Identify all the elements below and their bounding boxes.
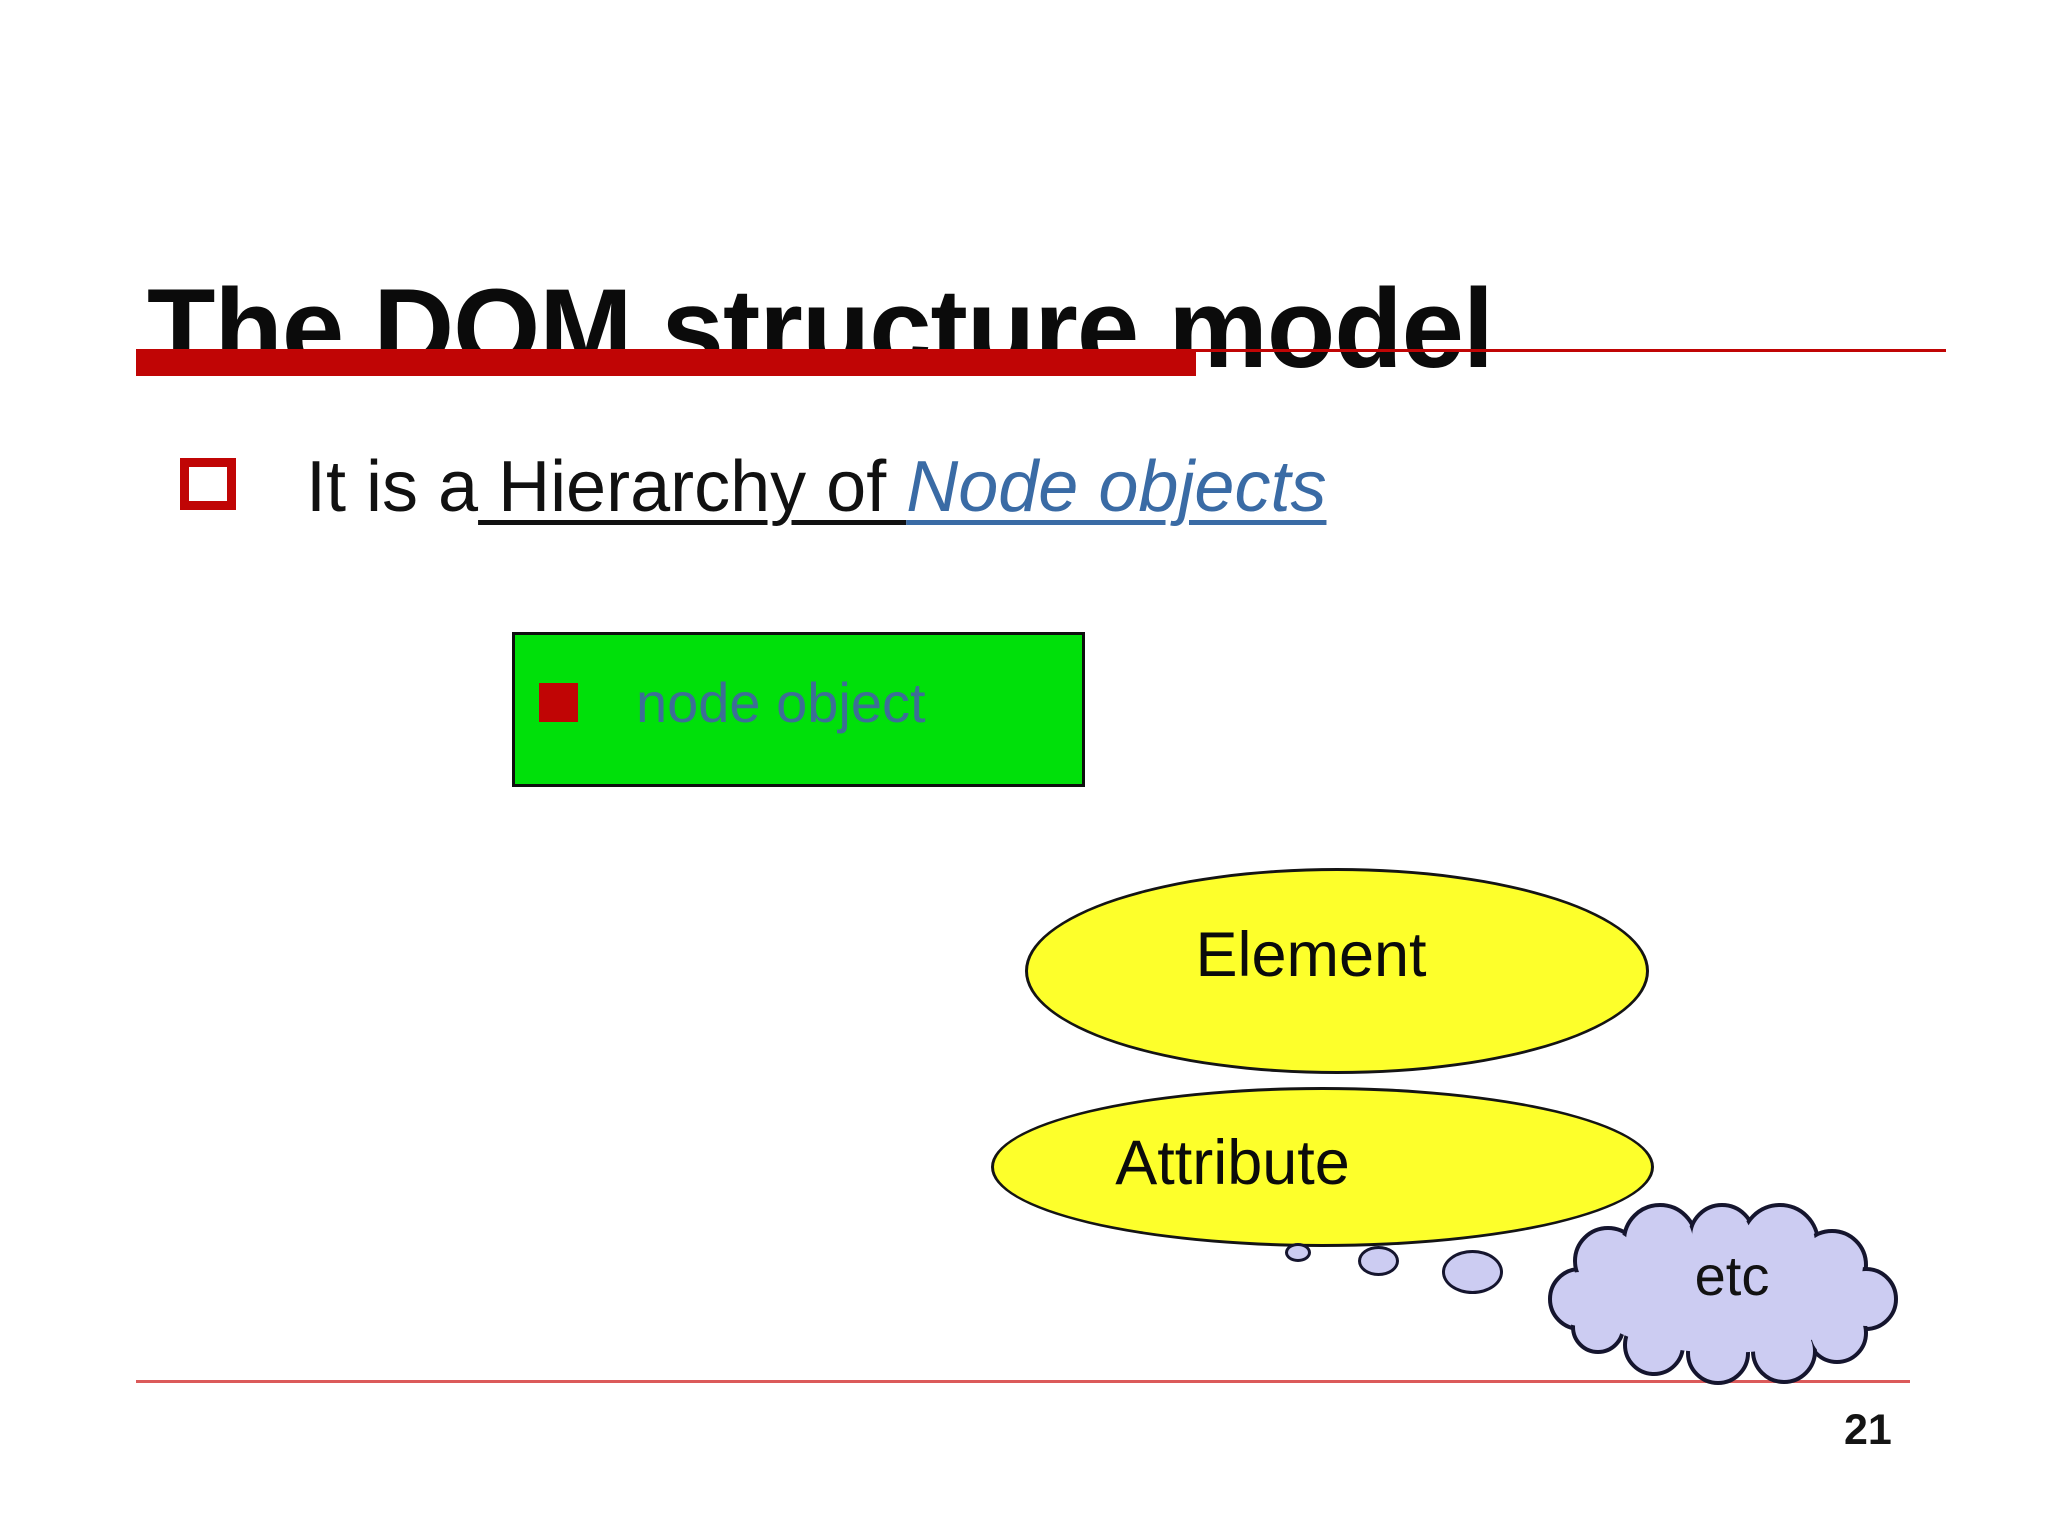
- page-number: 21: [1844, 1406, 1892, 1454]
- bullet-text-underlined: Hierarchy of: [478, 447, 907, 527]
- thought-bubble-medium-icon: [1358, 1246, 1399, 1276]
- etc-cloud: etc: [1548, 1203, 1898, 1385]
- node-object-label: node object: [636, 671, 926, 734]
- element-label: Element: [1195, 920, 1427, 990]
- node-object-box: node object: [512, 632, 1085, 787]
- attribute-ellipse: Attribute: [991, 1087, 1654, 1247]
- footer-rule-line: [136, 1380, 1910, 1383]
- bullet-item: It is a Hierarchy of Node objects: [306, 446, 1326, 529]
- thought-bubble-small-icon: [1285, 1243, 1311, 1262]
- red-square-bullet-icon: [539, 683, 578, 722]
- title-rule-thick-bar: [136, 349, 1196, 376]
- bullet-hollow-square-icon: [180, 458, 236, 510]
- attribute-label: Attribute: [1115, 1128, 1350, 1198]
- cloud-etc-label: etc: [1695, 1244, 1770, 1307]
- element-ellipse: Element: [1025, 868, 1649, 1074]
- bullet-text-node-objects: Node objects: [906, 447, 1327, 527]
- bullet-text-plain: It is a: [306, 447, 479, 527]
- thought-bubble-large-icon: [1442, 1250, 1503, 1294]
